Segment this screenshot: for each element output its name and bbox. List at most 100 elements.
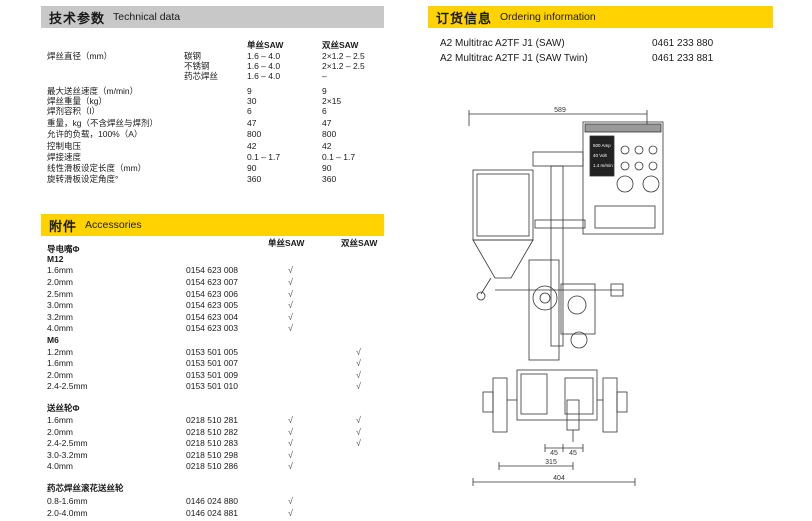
tech-row-label: 焊接速度 — [47, 152, 82, 162]
tech-value-saw: 47 — [247, 118, 257, 128]
acc-item-size: 4.0mm — [47, 461, 73, 471]
acc-subgroup-title: M6 — [47, 335, 59, 345]
acc-item-size: 1.6mm — [47, 415, 73, 425]
tech-value-saw: 1.6 – 4.0 — [247, 71, 281, 81]
tech-value-saw: 1.6 – 4.0 — [247, 51, 281, 61]
control-knob — [616, 175, 634, 193]
tech-value-twin: 2×1.2 – 2.5 — [322, 61, 365, 71]
check-mark-icon: √ — [288, 300, 293, 310]
tech-col-header-twin: 双丝SAW — [322, 40, 359, 50]
acc-item-code: 0153 501 010 — [186, 381, 238, 391]
acc-item-code: 0154 623 007 — [186, 277, 238, 287]
check-mark-icon: √ — [288, 438, 293, 448]
tech-value-twin: 47 — [322, 118, 332, 128]
tech-row-sublabel: 碳钢 — [184, 51, 202, 61]
tech-value-twin: 800 — [322, 129, 337, 139]
order-item-name: A2 Multitrac A2TF J1 (SAW Twin) — [440, 53, 588, 64]
acc-group-title: 导电嘴Φ — [47, 244, 80, 254]
tech-value-saw: 9 — [247, 86, 252, 96]
technical-data-header: 技术参数 Technical data — [41, 6, 384, 28]
acc-item-code: 0218 510 283 — [186, 438, 238, 448]
check-mark-icon: √ — [288, 277, 293, 287]
acc-item-size: 1.2mm — [47, 347, 73, 357]
acc-item-size: 4.0mm — [47, 323, 73, 333]
dimension-width-label: 589 — [554, 107, 566, 114]
tech-value-twin: – — [322, 71, 327, 81]
acc-item-code: 0146 024 881 — [186, 508, 238, 518]
check-mark-icon: √ — [288, 312, 293, 322]
check-mark-icon: √ — [356, 438, 361, 448]
tech-row-label: 焊丝重量（kg） — [47, 96, 107, 106]
tech-row-label: 重量，kg（不含焊丝与焊剂） — [47, 118, 158, 128]
display-line: 1.4 m/min — [593, 163, 613, 168]
acc-item-size: 1.6mm — [47, 358, 73, 368]
tech-value-saw: 800 — [247, 129, 262, 139]
check-mark-icon: √ — [356, 358, 361, 368]
check-mark-icon: √ — [288, 508, 293, 518]
acc-item-code: 0154 623 008 — [186, 265, 238, 275]
acc-item-code: 0154 623 006 — [186, 289, 238, 299]
display-line: 40 Volt — [593, 153, 608, 158]
technical-data-title-cn: 技术参数 — [49, 10, 106, 26]
check-mark-icon: √ — [356, 347, 361, 357]
check-mark-icon: √ — [288, 461, 293, 471]
acc-item-size: 2.4-2.5mm — [47, 438, 88, 448]
ordering-info-header: 订货信息 Ordering information — [428, 6, 773, 28]
tech-value-saw: 0.1 – 1.7 — [247, 152, 281, 162]
check-mark-icon: √ — [356, 415, 361, 425]
tech-value-saw: 42 — [247, 141, 257, 151]
acc-item-code: 0154 623 004 — [186, 312, 238, 322]
tech-value-twin: 360 — [322, 174, 337, 184]
acc-item-size: 2.0-4.0mm — [47, 508, 88, 518]
tech-value-saw: 360 — [247, 174, 262, 184]
acc-item-code: 0218 510 286 — [186, 461, 238, 471]
control-box — [582, 121, 664, 235]
acc-item-code: 0218 510 282 — [186, 427, 238, 437]
wheel-right — [602, 377, 618, 433]
tech-value-saw: 30 — [247, 96, 257, 106]
tech-value-saw: 90 — [247, 163, 257, 173]
acc-item-size: 3.0-3.2mm — [47, 450, 88, 460]
control-box-display — [589, 135, 615, 177]
tech-value-twin: 2×1.2 – 2.5 — [322, 51, 365, 61]
tech-row-label: 允许的负载，100%（A） — [47, 129, 143, 139]
check-mark-icon: √ — [356, 381, 361, 391]
acc-item-size: 2.5mm — [47, 289, 73, 299]
machine-technical-drawing: 500 Amp 40 Volt 1.4 m/min 589 45 45 315 … — [468, 107, 664, 486]
tech-value-twin: 90 — [322, 163, 332, 173]
check-mark-icon: √ — [288, 427, 293, 437]
tech-row-label: 焊剂容积（l） — [47, 106, 100, 116]
tech-row-label: 旋转滑板设定角度° — [47, 174, 119, 184]
ordering-info-title-en: Ordering information — [500, 11, 596, 23]
tech-value-saw: 1.6 – 4.0 — [247, 61, 281, 71]
check-mark-icon: √ — [288, 415, 293, 425]
wheel-left — [492, 377, 508, 433]
acc-item-code: 0218 510 281 — [186, 415, 238, 425]
acc-item-code: 0154 623 003 — [186, 323, 238, 333]
acc-item-size: 3.2mm — [47, 312, 73, 322]
acc-subgroup-title: M12 — [47, 254, 64, 264]
acc-item-size: 2.4-2.5mm — [47, 381, 88, 391]
acc-item-code: 0153 501 009 — [186, 370, 238, 380]
tech-row-label: 焊丝直径（mm） — [47, 51, 113, 61]
acc-item-code: 0153 501 007 — [186, 358, 238, 368]
acc-item-size: 2.0mm — [47, 370, 73, 380]
tech-value-twin: 6 — [322, 106, 327, 116]
tech-row-sublabel: 不锈钢 — [184, 61, 210, 71]
acc-group-title: 送丝轮Φ — [47, 403, 80, 413]
dimension-45-label: 45 — [550, 450, 558, 457]
check-mark-icon: √ — [288, 265, 293, 275]
tech-value-saw: 6 — [247, 106, 252, 116]
check-mark-icon: √ — [288, 289, 293, 299]
display-line: 500 Amp — [593, 143, 611, 148]
tech-value-twin: 9 — [322, 86, 327, 96]
ordering-info-title-cn: 订货信息 — [436, 10, 493, 26]
dimension-315-label: 315 — [545, 459, 557, 466]
tractor-carriage — [516, 369, 598, 421]
acc-item-code: 0146 024 880 — [186, 496, 238, 506]
accessories-header: 附件 Accessories — [41, 214, 384, 236]
check-mark-icon: √ — [356, 427, 361, 437]
acc-col-header-saw: 单丝SAW — [268, 238, 305, 248]
dimension-404-label: 404 — [553, 475, 565, 482]
acc-item-size: 1.6mm — [47, 265, 73, 275]
